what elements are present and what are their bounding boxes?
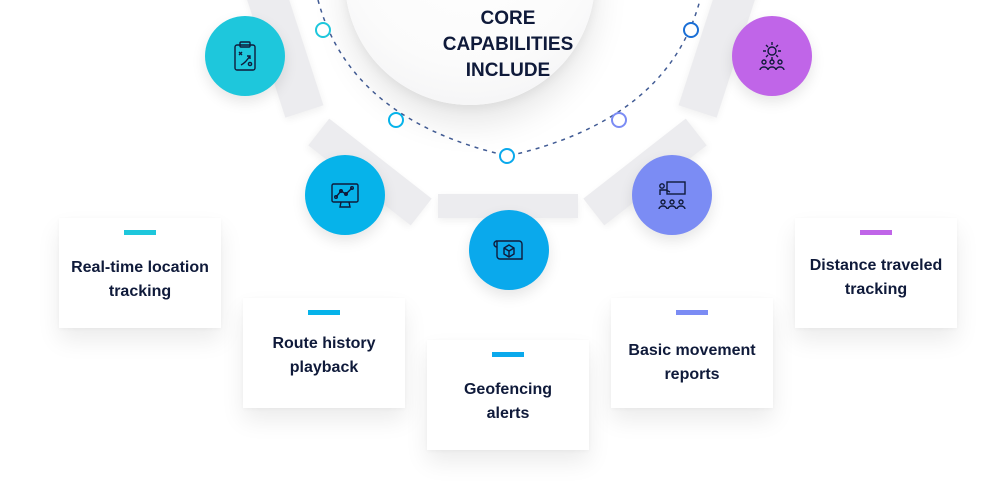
arc-dot-3 xyxy=(499,148,515,164)
accent-bar xyxy=(124,230,156,235)
arc-dot-5 xyxy=(683,22,699,38)
node-team-gear xyxy=(732,16,812,96)
node-monitor xyxy=(305,155,385,235)
capability-card-5: Distance traveled tracking xyxy=(795,218,957,328)
capability-label: Real-time location tracking xyxy=(71,259,209,300)
accent-bar xyxy=(676,310,708,315)
capability-label: Geofencing alerts xyxy=(463,381,552,422)
capability-card-2: Route history playback xyxy=(243,298,405,408)
node-clipboard xyxy=(205,16,285,96)
arc-dot-4 xyxy=(611,112,627,128)
node-map xyxy=(469,210,549,290)
hub-title: CORE CAPABILITIES INCLUDE xyxy=(442,8,574,81)
accent-bar xyxy=(492,352,524,357)
node-presentation xyxy=(632,155,712,235)
accent-bar xyxy=(308,310,340,315)
team-gear-icon xyxy=(759,42,785,71)
arc-dot-1 xyxy=(315,22,331,38)
capability-label: Distance traveled tracking xyxy=(809,257,943,298)
capability-label: Route history playback xyxy=(272,335,376,376)
clipboard-strategy-icon xyxy=(234,41,256,71)
capability-card-4: Basic movement reports xyxy=(611,298,773,408)
monitor-analytics-icon xyxy=(331,183,359,208)
arc-dot-2 xyxy=(388,112,404,128)
capability-card-3: Geofencing alerts xyxy=(427,340,589,450)
capability-label: Basic movement reports xyxy=(628,342,756,383)
presentation-team-icon xyxy=(658,181,686,210)
accent-bar xyxy=(860,230,892,235)
capability-card-1: Real-time location tracking xyxy=(59,218,221,328)
map-blueprint-icon xyxy=(493,240,523,260)
